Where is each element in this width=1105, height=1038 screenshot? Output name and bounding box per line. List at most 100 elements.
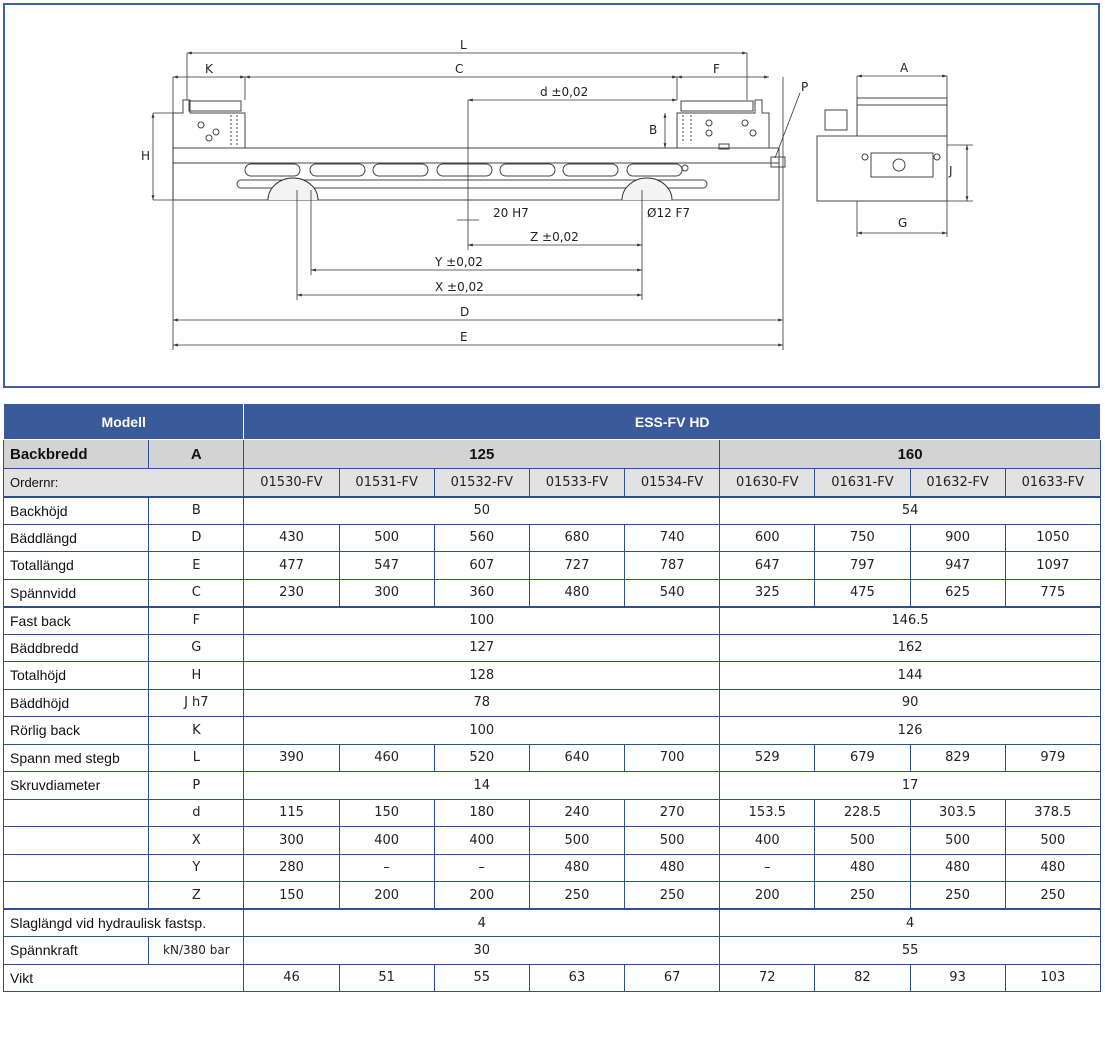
spec-cell: 303.5 xyxy=(909,798,1006,827)
spec-cell: 200 xyxy=(433,881,530,910)
spec-row-label: Skruvdiameter xyxy=(2,771,150,800)
spec-row-symbol: X xyxy=(148,826,245,855)
spec-cell: 480 xyxy=(528,578,626,607)
spec-cell: 115 xyxy=(243,798,340,827)
dim-label-f7: Ø12 F7 xyxy=(647,206,690,220)
slag-value-125: 4 xyxy=(243,908,721,937)
dim-label-C: C xyxy=(455,62,463,76)
spec-row-label: Bäddhöjd xyxy=(2,688,150,717)
spec-cell: 750 xyxy=(814,523,911,552)
slag-row: Slaglängd vid hydraulisk fastsp. 4 4 xyxy=(2,908,1101,937)
spec-cell: 547 xyxy=(338,551,435,580)
spec-cell: 607 xyxy=(433,551,530,580)
spec-cell-group-160: 17 xyxy=(719,771,1101,800)
spec-cell: 360 xyxy=(433,578,530,607)
spec-cell: 460 xyxy=(338,743,435,772)
spec-row-symbol: Y xyxy=(148,853,245,882)
vikt-cell: 51 xyxy=(338,963,435,992)
spec-row-label: Spännvidd xyxy=(2,578,150,607)
dim-label-L: L xyxy=(460,38,467,52)
vikt-cell: 103 xyxy=(1004,963,1102,992)
dim-label-d: d ±0,02 xyxy=(540,85,588,99)
spec-cell: 500 xyxy=(814,826,911,855)
spec-cell: 400 xyxy=(433,826,530,855)
modell-header: Modell xyxy=(2,403,245,440)
spec-cell: 480 xyxy=(814,853,911,882)
spec-cell: 390 xyxy=(243,743,340,772)
spec-cell: 775 xyxy=(1004,578,1102,607)
spec-cell: 250 xyxy=(528,881,626,910)
spec-row-symbol: J h7 xyxy=(148,688,245,717)
dim-label-E: E xyxy=(460,330,468,344)
dim-label-Y: Y ±0,02 xyxy=(434,255,483,269)
spec-cell: 300 xyxy=(243,826,340,855)
spec-row-label: Backhöjd xyxy=(2,495,150,525)
slot xyxy=(562,163,619,177)
spec-cell-group-125: 78 xyxy=(243,688,721,717)
dim-label-Z: Z ±0,02 xyxy=(530,230,579,244)
vikt-cell: 67 xyxy=(624,963,721,992)
spec-cell: 400 xyxy=(719,826,816,855)
spec-row-label xyxy=(2,853,150,882)
slot xyxy=(372,163,429,177)
order-number: 01532-FV xyxy=(433,468,530,497)
locating-disc xyxy=(267,177,319,201)
dim-label-F: F xyxy=(713,62,720,76)
spec-cell: 500 xyxy=(909,826,1006,855)
order-number: 01530-FV xyxy=(243,468,340,497)
order-number: 01534-FV xyxy=(624,468,721,497)
spec-cell: 400 xyxy=(338,826,435,855)
spec-cell: 378.5 xyxy=(1004,798,1102,827)
spec-cell: 900 xyxy=(909,523,1006,552)
order-number: 01631-FV xyxy=(814,468,911,497)
spec-row-symbol: K xyxy=(148,716,245,745)
spec-cell: 480 xyxy=(909,853,1006,882)
spec-cell: 700 xyxy=(624,743,721,772)
spec-cell-group-160: 162 xyxy=(719,633,1101,662)
spec-cell: 500 xyxy=(338,523,435,552)
spec-cell: 740 xyxy=(624,523,721,552)
vikt-cell: 93 xyxy=(909,963,1006,992)
slag-label: Slaglängd vid hydraulisk fastsp. xyxy=(2,908,245,937)
spec-cell: 647 xyxy=(719,551,816,580)
order-number: 01633-FV xyxy=(1004,468,1102,497)
spec-row-symbol: H xyxy=(148,661,245,690)
spec-row-symbol: B xyxy=(148,495,245,525)
spec-cell: 325 xyxy=(719,578,816,607)
spec-cell: 829 xyxy=(909,743,1006,772)
spec-cell: 230 xyxy=(243,578,340,607)
spec-cell-group-160: 126 xyxy=(719,716,1101,745)
spec-cell: 430 xyxy=(243,523,340,552)
spec-cell: 727 xyxy=(528,551,626,580)
ordernr-label: Ordernr: xyxy=(2,468,245,497)
spec-cell: 560 xyxy=(433,523,530,552)
spec-cell: 679 xyxy=(814,743,911,772)
backbredd-symbol: A xyxy=(148,439,245,469)
vikt-cell: 63 xyxy=(528,963,626,992)
spec-cell-group-125: 50 xyxy=(243,495,721,525)
spec-cell: 979 xyxy=(1004,743,1102,772)
spec-row-label xyxy=(2,881,150,910)
spec-cell: 1050 xyxy=(1004,523,1102,552)
spannkraft-label: Spännkraft xyxy=(2,936,150,965)
spec-row-symbol: P xyxy=(148,771,245,800)
slot xyxy=(499,163,556,177)
spec-cell: 480 xyxy=(1004,853,1102,882)
dim-label-D: D xyxy=(460,305,469,319)
spec-cell-group-125: 100 xyxy=(243,605,721,635)
spec-cell: 228.5 xyxy=(814,798,911,827)
spec-cell: 300 xyxy=(338,578,435,607)
spec-cell: 787 xyxy=(624,551,721,580)
spec-row-symbol: F xyxy=(148,605,245,635)
slot xyxy=(626,163,683,177)
